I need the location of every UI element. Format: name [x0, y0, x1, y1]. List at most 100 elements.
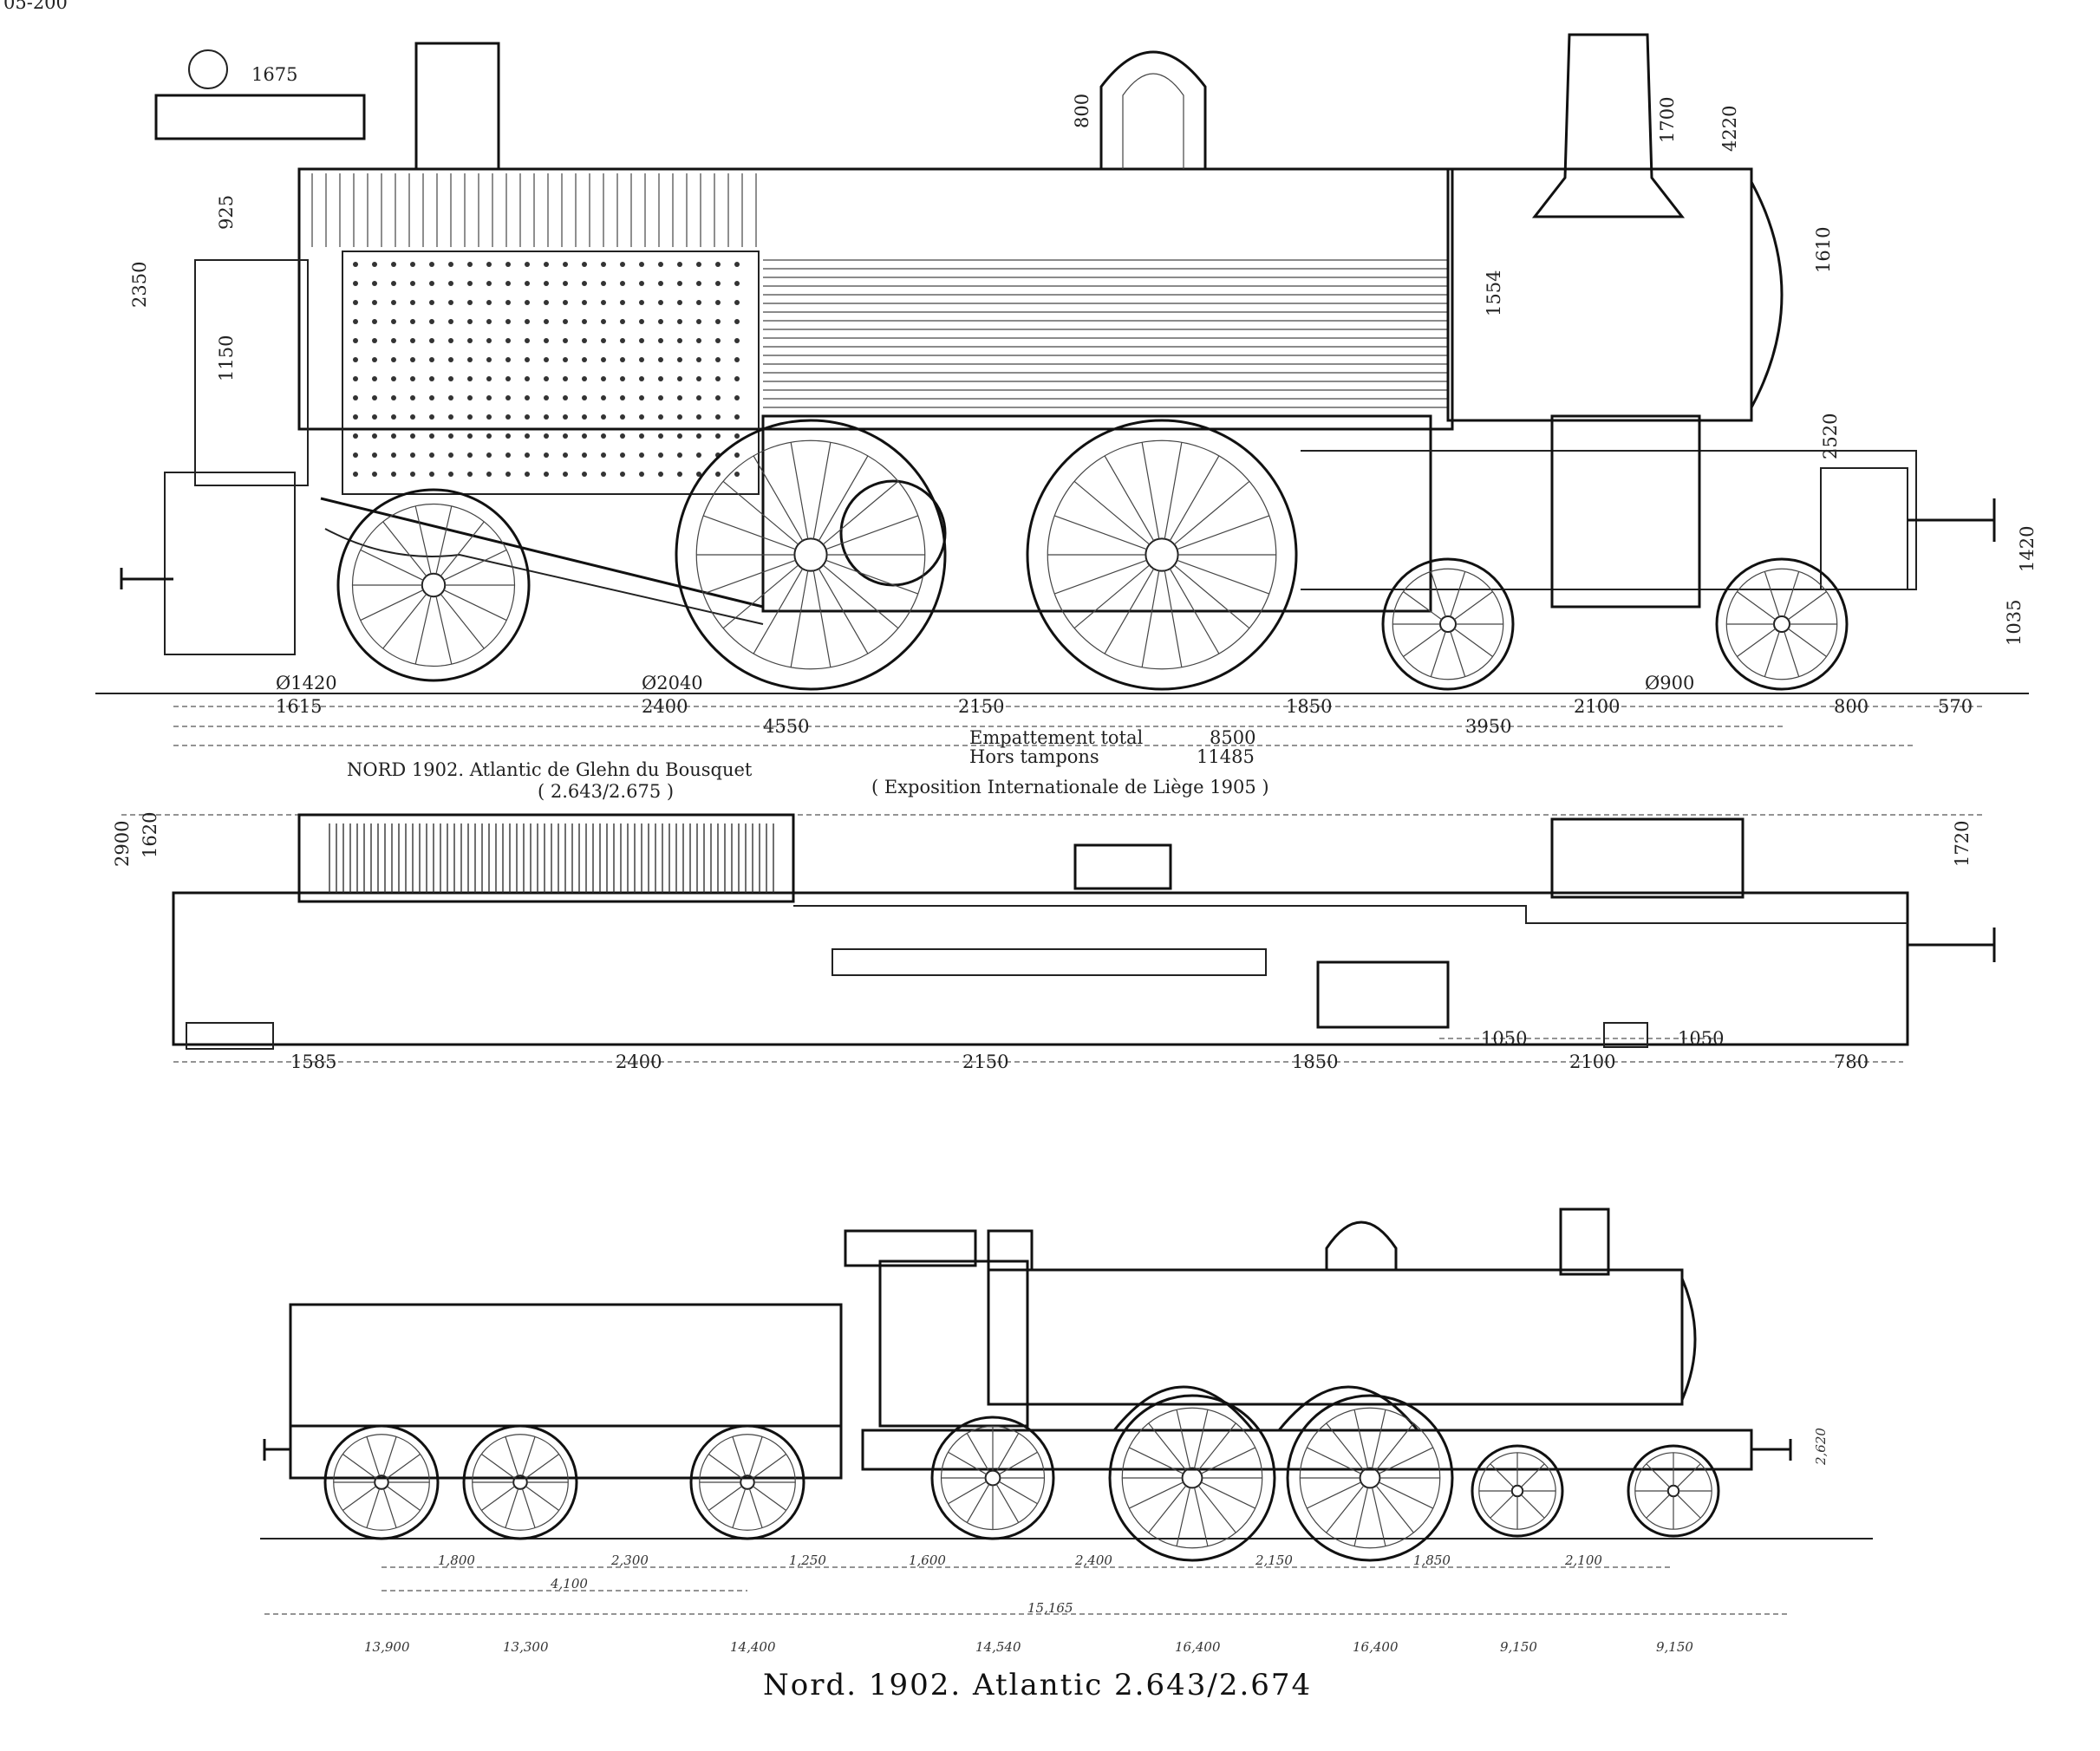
- staybolt: [467, 300, 473, 305]
- staybolt: [525, 338, 530, 343]
- wheel-spoke: [1371, 1409, 1386, 1469]
- exposition-caption: ( Exposition Internationale de Liège 190…: [871, 777, 1269, 797]
- staybolt: [410, 395, 415, 400]
- staybolt: [639, 357, 644, 362]
- elevation-caption-numbers: ( 2.643/2.675 ): [538, 781, 674, 802]
- dim-2300: 2,300: [610, 1552, 649, 1568]
- staybolt: [658, 338, 663, 343]
- smokebox-door: [1750, 181, 1784, 408]
- outline-cab-roof: [844, 1229, 977, 1267]
- staybolt: [372, 452, 377, 458]
- staybolt: [734, 395, 740, 400]
- wheel: [323, 1424, 440, 1540]
- staybolt: [639, 300, 644, 305]
- staybolt: [467, 414, 473, 420]
- staybolt: [715, 395, 721, 400]
- staybolt: [486, 300, 492, 305]
- plan-frame: [172, 891, 1909, 1046]
- wheel-spoke: [1737, 628, 1777, 657]
- staybolt: [429, 395, 434, 400]
- staybolt: [429, 319, 434, 324]
- staybolt: [563, 262, 568, 267]
- staybolt: [563, 452, 568, 458]
- staybolt: [467, 433, 473, 439]
- wheel-hub: [1773, 615, 1790, 633]
- wheel-spoke: [812, 442, 832, 539]
- wheel-spoke: [1520, 1494, 1545, 1519]
- wheel-spoke: [818, 568, 869, 654]
- staybolt: [658, 452, 663, 458]
- staybolt: [544, 472, 549, 477]
- wheel-spoke: [1201, 1481, 1256, 1509]
- staybolt: [677, 262, 682, 267]
- wheel-spoke: [1403, 591, 1443, 621]
- staybolt: [544, 452, 549, 458]
- wheel-spoke: [382, 521, 427, 577]
- staybolt: [525, 376, 530, 381]
- dim-15165: 15,165: [1027, 1600, 1073, 1616]
- smokebox: [1446, 167, 1753, 422]
- staybolt: [601, 281, 606, 286]
- wheel-spoke: [1375, 1422, 1414, 1471]
- staybolt: [429, 452, 434, 458]
- staybolt: [677, 319, 682, 324]
- staybolt: [353, 357, 358, 362]
- staybolt: [639, 281, 644, 286]
- wheel-spoke: [966, 1483, 990, 1523]
- wheel-spoke: [382, 1436, 397, 1476]
- wheel-spoke: [366, 1436, 381, 1476]
- staybolt: [582, 319, 587, 324]
- staybolt: [429, 281, 434, 286]
- staybolt: [429, 357, 434, 362]
- staybolt: [353, 262, 358, 267]
- staybolt: [734, 376, 740, 381]
- plan-valve-chest: [1073, 843, 1172, 890]
- staybolt: [734, 452, 740, 458]
- dim-1700: 1700: [1657, 97, 1678, 143]
- dim-1615: 1615: [276, 696, 322, 717]
- dia-1420: Ø1420: [276, 673, 337, 693]
- wheel-spoke: [966, 1433, 990, 1473]
- wheel-spoke: [1197, 1422, 1236, 1471]
- wheel-hub: [793, 537, 828, 572]
- dim-800: 800: [1072, 94, 1092, 128]
- staybolt: [639, 338, 644, 343]
- staybolt: [391, 338, 396, 343]
- axle-load: 14,400: [730, 1639, 776, 1655]
- staybolt: [639, 262, 644, 267]
- staybolt: [696, 319, 701, 324]
- dim-1150: 1150: [216, 335, 237, 381]
- hp-cylinder: [1550, 414, 1701, 609]
- wheel-spoke: [1375, 1485, 1414, 1533]
- staybolt: [639, 319, 644, 324]
- staybolt: [372, 472, 377, 477]
- wheel-spoke: [1197, 1485, 1236, 1533]
- staybolt: [696, 452, 701, 458]
- wheel-spoke: [1176, 1487, 1191, 1546]
- wheel-spoke: [1073, 564, 1151, 629]
- dim-1554: 1554: [1484, 270, 1504, 316]
- staybolt: [505, 262, 511, 267]
- staybolt: [620, 357, 625, 362]
- wheel-spoke: [1450, 571, 1466, 617]
- wheel-spoke: [1104, 568, 1155, 654]
- staybolt: [601, 338, 606, 343]
- wheel-spoke: [1784, 571, 1800, 617]
- outline-smokebox-door: [1680, 1278, 1697, 1401]
- staybolt: [410, 262, 415, 267]
- wheel-spoke: [521, 1488, 536, 1528]
- wheel-spoke: [732, 1436, 747, 1476]
- wheel-hub: [1181, 1467, 1203, 1489]
- dim-1600: 1,600: [909, 1552, 946, 1568]
- wheel-spoke: [1164, 442, 1183, 539]
- staybolt: [601, 319, 606, 324]
- wheel-spoke: [1201, 1447, 1256, 1474]
- wheelbase-label: Empattement total: [969, 727, 1144, 748]
- dim-1620: 1620: [140, 812, 160, 858]
- staybolt: [410, 414, 415, 420]
- wheel-spoke: [1787, 591, 1827, 621]
- staybolt: [582, 357, 587, 362]
- wheel-spoke: [505, 1488, 519, 1528]
- dim-2100-plan: 2100: [1569, 1051, 1615, 1072]
- staybolt: [353, 281, 358, 286]
